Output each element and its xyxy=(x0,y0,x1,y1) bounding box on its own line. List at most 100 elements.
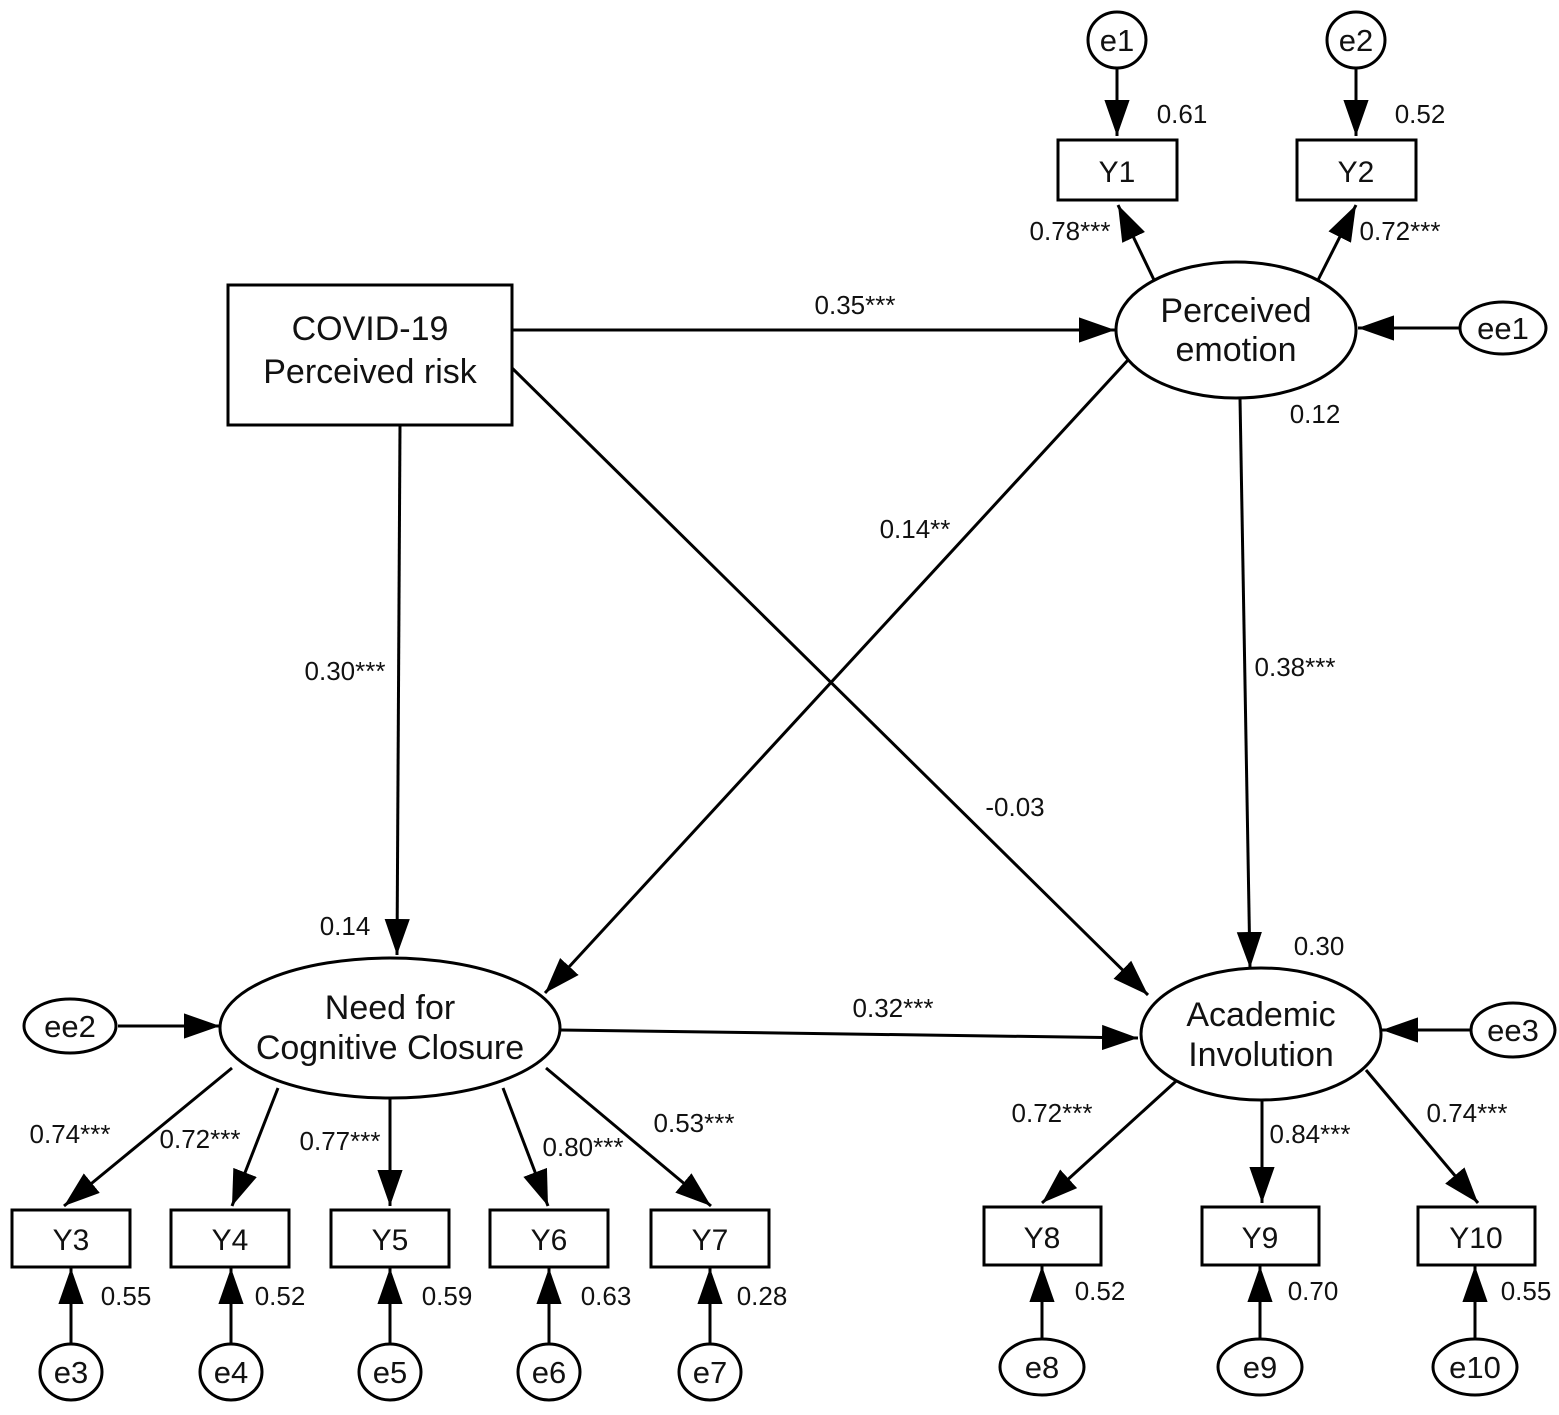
path-closure-to-y3 xyxy=(63,1066,233,1208)
r2-y8: 0.52 xyxy=(1075,1276,1126,1306)
error-e8: e8 xyxy=(998,1337,1086,1397)
indicator-y8: Y8 xyxy=(982,1205,1103,1267)
r2-emotion: 0.12 xyxy=(1290,399,1341,429)
coef-closure-to-involution: 0.32*** xyxy=(853,993,934,1023)
error-e5: e5 xyxy=(357,1342,423,1402)
error-e10: e10 xyxy=(1431,1337,1519,1397)
error-e2: e2 xyxy=(1325,10,1387,70)
indicator-y9: Y9 xyxy=(1200,1205,1321,1267)
coef-risk-to-closure: 0.30*** xyxy=(305,656,386,686)
indicator-y5: Y5 xyxy=(329,1208,451,1269)
loading-y3: 0.74*** xyxy=(30,1119,111,1149)
indicator-y6-label: Y6 xyxy=(531,1224,568,1257)
node-academic-involution: Academic Involution xyxy=(1139,966,1383,1102)
error-ee1: ee1 xyxy=(1458,300,1548,356)
error-e6: e6 xyxy=(516,1342,582,1402)
error-ee2: ee2 xyxy=(22,997,118,1055)
path-risk-to-closure xyxy=(384,424,410,956)
indicator-y7-label: Y7 xyxy=(692,1224,729,1257)
indicator-y6: Y6 xyxy=(488,1208,610,1269)
node-perceived-emotion-line2: emotion xyxy=(1176,331,1297,369)
error-e8-label: e8 xyxy=(1025,1350,1059,1385)
indicator-y4-label: Y4 xyxy=(212,1224,249,1257)
r2-closure: 0.14 xyxy=(320,911,371,941)
node-covid-risk-line1: COVID-19 xyxy=(292,310,449,348)
indicator-y10-label: Y10 xyxy=(1449,1222,1502,1255)
indicator-y8-label: Y8 xyxy=(1024,1222,1061,1255)
loading-y6: 0.80*** xyxy=(543,1132,624,1162)
path-emotion-to-closure xyxy=(543,358,1130,995)
r2-y4: 0.52 xyxy=(255,1281,306,1311)
error-e5-label: e5 xyxy=(373,1355,407,1390)
indicator-y3: Y3 xyxy=(10,1208,132,1269)
indicator-y2-label: Y2 xyxy=(1338,156,1375,189)
loading-y10: 0.74*** xyxy=(1427,1098,1508,1128)
error-e1: e1 xyxy=(1086,10,1148,70)
path-involution-to-y8 xyxy=(1040,1071,1187,1205)
r2-y6: 0.63 xyxy=(581,1281,632,1311)
r2-involution: 0.30 xyxy=(1294,931,1345,961)
loading-y5: 0.77*** xyxy=(300,1126,381,1156)
indicator-y2: Y2 xyxy=(1295,138,1418,202)
error-e3-label: e3 xyxy=(54,1355,88,1390)
r2-y5: 0.59 xyxy=(422,1281,473,1311)
path-closure-to-y6 xyxy=(501,1087,550,1207)
node-perceived-emotion-line1: Perceived xyxy=(1160,292,1311,330)
indicator-y1-label: Y1 xyxy=(1099,156,1136,189)
loading-y2: 0.72*** xyxy=(1360,216,1441,246)
r2-y7: 0.28 xyxy=(737,1281,788,1311)
path-emotion-to-involution xyxy=(1236,397,1262,969)
node-perceived-emotion: Perceived emotion xyxy=(1114,260,1358,400)
path-closure-to-involution xyxy=(559,1024,1139,1051)
error-e10-label: e10 xyxy=(1449,1350,1501,1385)
loading-y4: 0.72*** xyxy=(160,1124,241,1154)
coef-emotion-to-closure: 0.14** xyxy=(880,514,951,544)
indicator-y7: Y7 xyxy=(649,1208,771,1269)
error-ee1-label: ee1 xyxy=(1477,311,1529,346)
indicator-y9-label: Y9 xyxy=(1242,1222,1279,1255)
error-ee3-label: ee3 xyxy=(1487,1013,1539,1048)
coef-emotion-to-involution: 0.38*** xyxy=(1255,652,1336,682)
path-involution-to-y10 xyxy=(1364,1069,1480,1204)
node-academic-involution-line1: Academic xyxy=(1186,996,1335,1034)
node-covid-risk: COVID-19 Perceived risk xyxy=(226,283,514,427)
error-e1-label: e1 xyxy=(1100,23,1134,58)
error-e7: e7 xyxy=(677,1342,743,1402)
path-emotion-to-y2 xyxy=(1315,204,1358,283)
node-need-closure: Need for Cognitive Closure xyxy=(218,956,562,1100)
coef-risk-to-involution: -0.03 xyxy=(985,792,1044,822)
node-academic-involution-line2: Involution xyxy=(1188,1036,1334,1074)
node-need-closure-line2: Cognitive Closure xyxy=(256,1029,524,1067)
path-emotion-to-y1 xyxy=(1116,204,1157,283)
error-e2-label: e2 xyxy=(1339,23,1373,58)
error-e3: e3 xyxy=(38,1342,104,1402)
r2-y9: 0.70 xyxy=(1288,1276,1339,1306)
r2-y10: 0.55 xyxy=(1501,1276,1552,1306)
node-need-closure-line1: Need for xyxy=(325,989,455,1027)
indicator-y10: Y10 xyxy=(1416,1205,1537,1267)
indicator-y3-label: Y3 xyxy=(53,1224,90,1257)
r2-y3: 0.55 xyxy=(101,1281,152,1311)
error-e7-label: e7 xyxy=(693,1355,727,1390)
indicator-y4: Y4 xyxy=(169,1208,291,1269)
node-covid-risk-line2: Perceived risk xyxy=(263,353,478,391)
loading-y7: 0.53*** xyxy=(654,1108,735,1138)
error-e6-label: e6 xyxy=(532,1355,566,1390)
path-closure-to-y4 xyxy=(230,1087,280,1207)
error-e9-label: e9 xyxy=(1243,1350,1277,1385)
indicator-y1: Y1 xyxy=(1056,138,1179,202)
error-ee2-label: ee2 xyxy=(44,1009,96,1044)
loading-y8: 0.72*** xyxy=(1012,1098,1093,1128)
error-e9: e9 xyxy=(1216,1337,1304,1397)
error-e4-label: e4 xyxy=(214,1355,248,1390)
loading-y1: 0.78*** xyxy=(1030,216,1111,246)
r2-y2: 0.52 xyxy=(1395,99,1446,129)
error-ee3: ee3 xyxy=(1469,1001,1557,1059)
coef-risk-to-emotion: 0.35*** xyxy=(815,290,896,320)
indicator-y5-label: Y5 xyxy=(372,1224,409,1257)
path-closure-to-y7 xyxy=(545,1066,712,1208)
r2-y1: 0.61 xyxy=(1157,99,1208,129)
loading-y9: 0.84*** xyxy=(1270,1119,1351,1149)
error-e4: e4 xyxy=(198,1342,264,1402)
